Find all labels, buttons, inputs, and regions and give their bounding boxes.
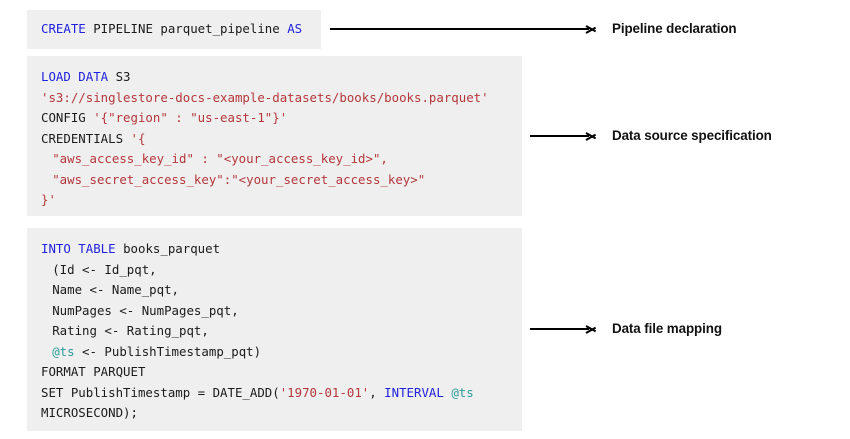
code-line: (Id <- Id_pqt, bbox=[41, 260, 510, 281]
code-line: SET PublishTimestamp = DATE_ADD('1970-01… bbox=[41, 383, 510, 404]
code-block-data-file-mapping[interactable]: INTO TABLE books_parquet(Id <- Id_pqt,Na… bbox=[27, 228, 522, 431]
annotation-label-data-source-specification: Data source specification bbox=[612, 128, 772, 143]
code-token: Rating <- Rating_pqt, bbox=[52, 323, 209, 338]
code-line: "aws_secret_access_key":"<your_secret_ac… bbox=[41, 170, 510, 191]
arrow-data-file-mapping bbox=[530, 323, 598, 335]
code-token: '{ bbox=[130, 130, 146, 146]
annotation-label-data-file-mapping: Data file mapping bbox=[612, 321, 722, 336]
code-token: @ts bbox=[52, 343, 75, 359]
arrow-shaft bbox=[330, 28, 589, 30]
code-line: Name <- Name_pqt, bbox=[41, 280, 510, 301]
code-line: @ts <- PublishTimestamp_pqt) bbox=[41, 342, 510, 363]
code-token: LOAD DATA bbox=[41, 69, 109, 84]
code-token: CONFIG bbox=[41, 110, 94, 125]
code-token: '1970-01-01' bbox=[279, 384, 370, 400]
code-line: Rating <- Rating_pqt, bbox=[41, 321, 510, 342]
code-token: @ts bbox=[451, 384, 474, 400]
code-token: 's3://singlestore-docs-example-datasets/… bbox=[41, 89, 489, 105]
code-line: CONFIG '{"region" : "us-east-1"}' bbox=[41, 108, 510, 129]
code-token: (Id <- Id_pqt, bbox=[52, 261, 157, 277]
annotation-label-pipeline-declaration: Pipeline declaration bbox=[612, 21, 737, 36]
code-token: , bbox=[369, 384, 385, 400]
code-token: Name <- Name_pqt, bbox=[52, 282, 180, 297]
code-token: AS bbox=[287, 21, 303, 36]
arrow-data-source-specification bbox=[530, 130, 598, 142]
code-token: INTO TABLE bbox=[41, 241, 116, 256]
code-token: <- PublishTimestamp_pqt) bbox=[74, 343, 262, 359]
code-line: CREDENTIALS '{ bbox=[41, 129, 510, 150]
code-token: INTERVAL bbox=[384, 384, 444, 400]
code-token: SET PublishTimestamp = DATE_ADD( bbox=[41, 384, 280, 400]
code-line: CREATE PIPELINE parquet_pipeline AS bbox=[41, 19, 309, 40]
code-line: FORMAT PARQUET bbox=[41, 362, 510, 383]
arrow-pipeline-declaration bbox=[330, 23, 598, 35]
code-line: INTO TABLE books_parquet bbox=[41, 239, 510, 260]
code-line: NumPages <- NumPages_pqt, bbox=[41, 301, 510, 322]
code-block-pipeline-declaration[interactable]: CREATE PIPELINE parquet_pipeline AS bbox=[27, 10, 321, 49]
code-token: FORMAT PARQUET bbox=[41, 364, 146, 379]
code-line: LOAD DATA S3 bbox=[41, 67, 510, 88]
code-line: 's3://singlestore-docs-example-datasets/… bbox=[41, 88, 510, 109]
code-block-data-source-specification[interactable]: LOAD DATA S3's3://singlestore-docs-examp… bbox=[27, 56, 522, 216]
code-line: }' bbox=[41, 190, 510, 211]
code-token: CREDENTIALS bbox=[41, 130, 131, 146]
code-token: }' bbox=[41, 192, 56, 207]
code-token: S3 bbox=[108, 69, 131, 84]
arrow-head-icon bbox=[586, 23, 598, 35]
code-line: MICROSECOND); bbox=[41, 403, 510, 424]
code-line: "aws_access_key_id" : "<your_access_key_… bbox=[41, 149, 510, 170]
code-token: "aws_secret_access_key":"<your_secret_ac… bbox=[52, 171, 426, 187]
code-token: '{"region" : "us-east-1"}' bbox=[93, 110, 288, 125]
code-token: MICROSECOND); bbox=[41, 405, 138, 420]
arrow-shaft bbox=[530, 135, 589, 137]
code-token: books_parquet bbox=[115, 241, 221, 256]
code-token: "aws_access_key_id" : "<your_access_key_… bbox=[52, 151, 388, 166]
code-token: NumPages <- NumPages_pqt, bbox=[52, 302, 239, 318]
code-token: CREATE bbox=[41, 21, 86, 36]
arrow-head-icon bbox=[586, 130, 598, 142]
code-token: PIPELINE parquet_pipeline bbox=[85, 21, 288, 36]
arrow-head-icon bbox=[586, 323, 598, 335]
arrow-shaft bbox=[530, 328, 589, 330]
